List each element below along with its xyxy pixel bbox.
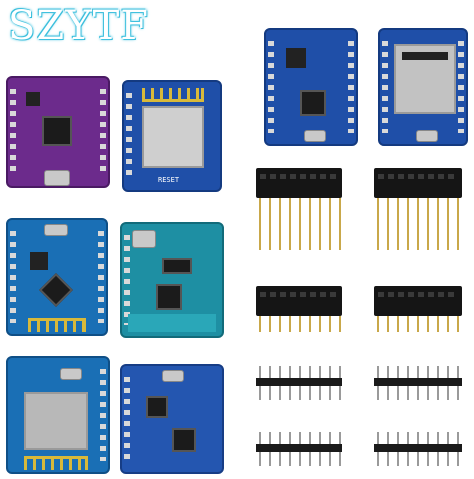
regulator-chip bbox=[26, 92, 40, 106]
microcontroller-chip bbox=[39, 273, 73, 307]
pcb-antenna-icon bbox=[142, 88, 204, 102]
micro-usb-port bbox=[60, 368, 82, 380]
board-teal-d1-mini-usb-c bbox=[120, 222, 224, 338]
brand-logo: SZYTF bbox=[8, 3, 150, 49]
board-blue-d1-mini-pro bbox=[6, 218, 108, 336]
micro-usb-port bbox=[44, 224, 68, 236]
esp32-module bbox=[394, 44, 456, 114]
male-header-1 bbox=[256, 378, 342, 386]
microcontroller-chip bbox=[146, 396, 168, 418]
header-pins bbox=[256, 198, 342, 250]
micro-usb-port bbox=[162, 370, 184, 382]
microcontroller-chip bbox=[42, 116, 72, 146]
usb-c-port bbox=[44, 170, 70, 186]
board-blue-d1-mini-esp32-wroom bbox=[378, 28, 468, 146]
header-pins bbox=[374, 316, 462, 332]
esp12-shield bbox=[24, 392, 88, 450]
pin-row-left bbox=[10, 231, 16, 323]
pin-row-left bbox=[10, 88, 16, 176]
serial-chip bbox=[172, 428, 196, 452]
male-header-2 bbox=[374, 378, 462, 386]
pin-row-left bbox=[268, 41, 274, 133]
male-header-4 bbox=[374, 444, 462, 452]
antenna-area bbox=[128, 314, 216, 332]
pin-row-left bbox=[126, 92, 132, 180]
micro-usb-port bbox=[304, 130, 326, 142]
female-header-short-1 bbox=[256, 286, 342, 316]
pin-row-right bbox=[98, 231, 104, 323]
pin-row-left bbox=[382, 41, 388, 133]
micro-usb-port bbox=[416, 130, 438, 142]
pin-row-left bbox=[124, 376, 130, 462]
board-blue-d1-mini-lite bbox=[6, 356, 110, 474]
board-purple-d1-mini bbox=[6, 76, 110, 188]
microcontroller-chip bbox=[300, 90, 326, 116]
pin-row-right bbox=[348, 41, 354, 133]
board-blue-d1-mini-esp12: RESET bbox=[122, 80, 222, 192]
header-pins bbox=[374, 198, 462, 250]
pcb-antenna-icon bbox=[24, 456, 88, 470]
female-header-short-2 bbox=[374, 286, 462, 316]
male-header-3 bbox=[256, 444, 342, 452]
module-antenna bbox=[402, 52, 448, 60]
usb-c-port bbox=[132, 230, 156, 248]
esp12-shield bbox=[142, 106, 204, 168]
serial-chip bbox=[162, 258, 192, 274]
reset-label: RESET bbox=[158, 176, 180, 184]
pin-row-right bbox=[100, 369, 106, 461]
pin-row-right bbox=[100, 88, 106, 176]
microcontroller-chip bbox=[156, 284, 182, 310]
pin-row-left bbox=[124, 235, 130, 325]
pin-row-right bbox=[458, 41, 464, 133]
board-blue-d1-mini-esp32 bbox=[264, 28, 358, 146]
female-header-long-1 bbox=[256, 168, 342, 198]
regulator-chip bbox=[286, 48, 306, 68]
board-blue-d1-mini-v4 bbox=[120, 364, 224, 474]
female-header-long-2 bbox=[374, 168, 462, 198]
serial-chip bbox=[30, 252, 48, 270]
header-pins bbox=[256, 316, 342, 332]
pcb-antenna-icon bbox=[28, 318, 86, 332]
